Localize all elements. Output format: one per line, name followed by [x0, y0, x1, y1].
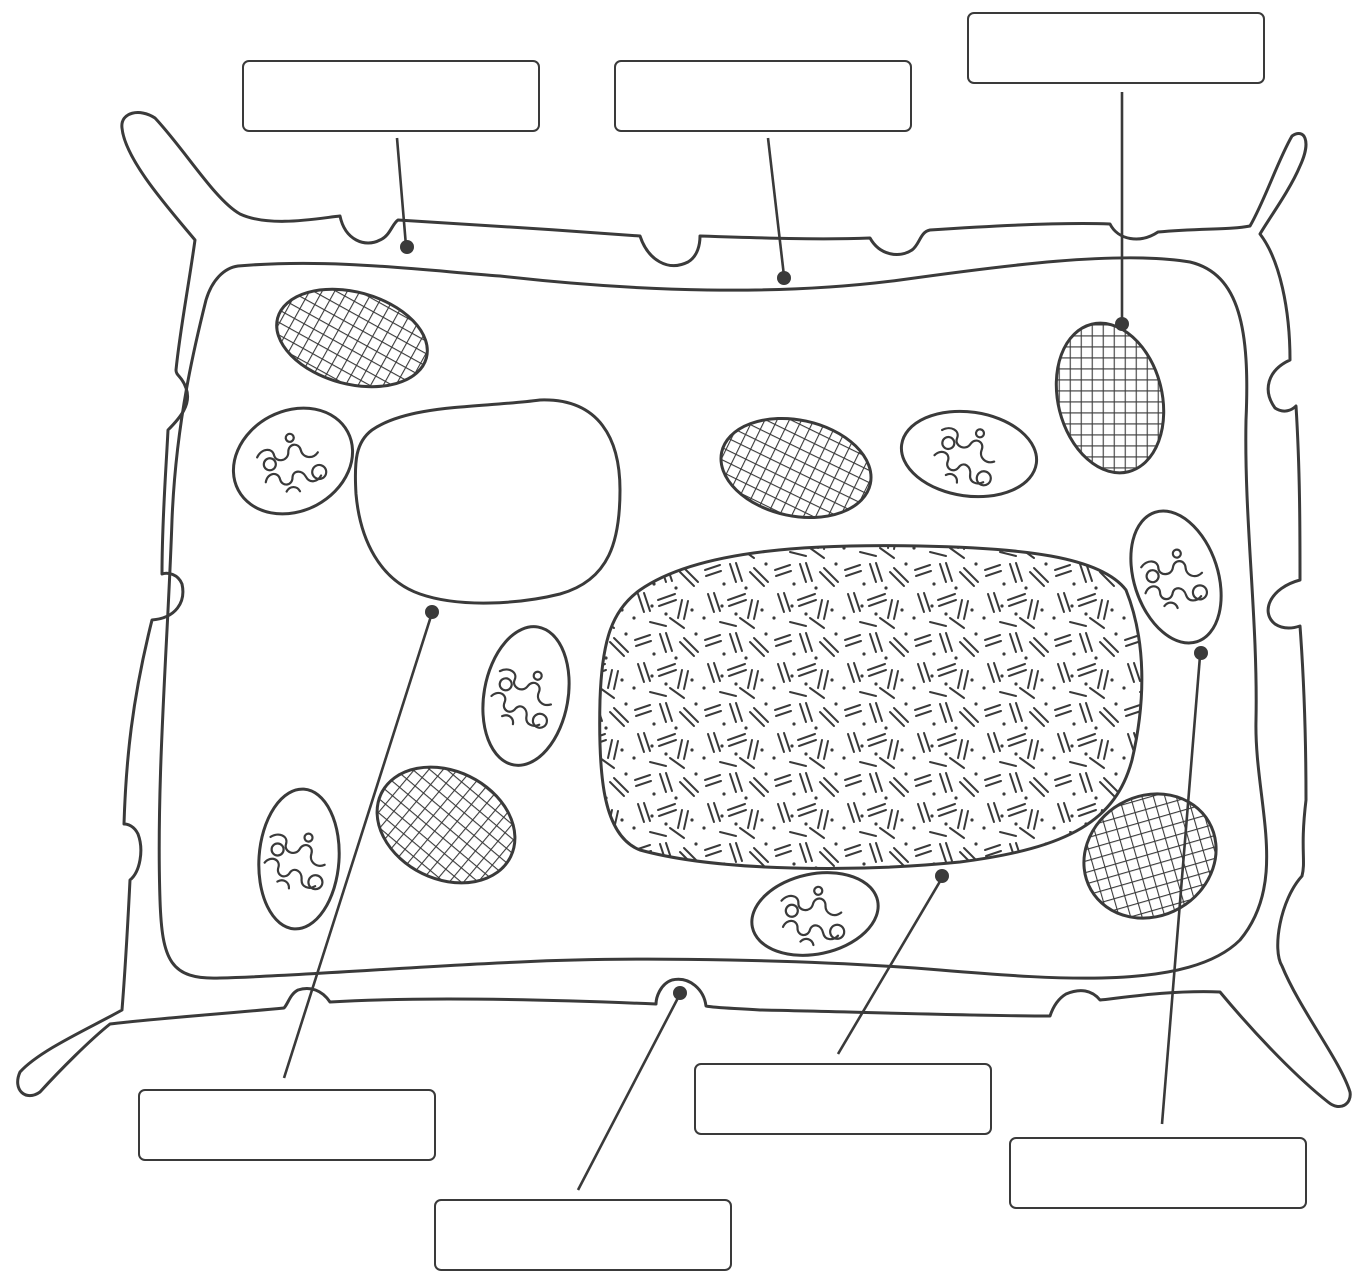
vacuole: [355, 400, 620, 603]
label-box-top-right[interactable]: [967, 12, 1265, 84]
label-box-top-middle[interactable]: [614, 60, 912, 132]
label-box-top-left[interactable]: [242, 60, 540, 132]
label-box-bottom-middle-right[interactable]: [694, 1063, 992, 1135]
label-box-bottom-left[interactable]: [138, 1089, 436, 1161]
nucleus: [600, 546, 1142, 869]
label-box-bottom-right[interactable]: [1009, 1137, 1307, 1209]
label-box-bottom-center[interactable]: [434, 1199, 732, 1271]
